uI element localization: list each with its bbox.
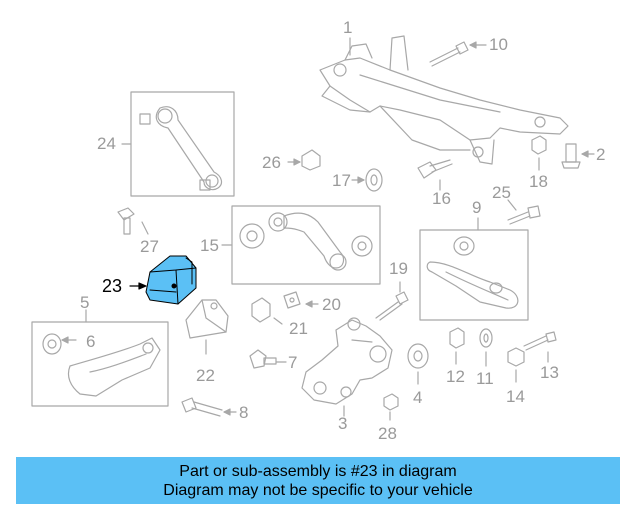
- trailing-link-24: [139, 106, 223, 191]
- callout-27: 27: [140, 237, 159, 256]
- callout-26: 26: [262, 153, 281, 172]
- callout-16: 16: [432, 189, 451, 208]
- highlighted-bracket-23: [145, 255, 197, 305]
- callout-1: 1: [343, 18, 353, 37]
- lateral-link-15: [239, 212, 373, 271]
- callout-10: 10: [489, 35, 508, 54]
- nut-14: [507, 347, 525, 367]
- callout-5: 5: [80, 293, 90, 312]
- bolt-7: [249, 349, 277, 369]
- bolt-27: [117, 207, 135, 235]
- callout-19: 19: [389, 259, 408, 278]
- nut-18: [531, 135, 547, 155]
- callout-20: 20: [322, 295, 341, 314]
- washer-11: [479, 328, 493, 348]
- callout-8: 8: [239, 403, 249, 422]
- washer-17: [365, 168, 383, 192]
- callout-24: 24: [97, 134, 116, 153]
- knuckle-3: [301, 317, 393, 405]
- box-5: [31, 321, 169, 407]
- callout-2: 2: [596, 145, 606, 164]
- callout-3: 3: [338, 414, 348, 433]
- info-banner: Part or sub-assembly is #23 in diagram D…: [16, 457, 620, 504]
- bolt-16: [417, 159, 453, 179]
- callout-28: 28: [378, 424, 397, 443]
- callout-7: 7: [288, 353, 298, 372]
- nut-21: [251, 297, 271, 323]
- bolt-10: [429, 41, 469, 67]
- callout-12: 12: [446, 367, 465, 386]
- callout-15: 15: [200, 236, 219, 255]
- callout-4: 4: [413, 388, 423, 407]
- bolt-2: [561, 143, 581, 169]
- callout-18: 18: [529, 172, 548, 191]
- callout-22: 22: [196, 366, 215, 385]
- bushing-4: [407, 343, 429, 369]
- lower-control-arm-5: [42, 333, 161, 397]
- upper-arm-9: [426, 236, 519, 309]
- nut-26: [301, 149, 321, 171]
- callout-14: 14: [506, 387, 525, 406]
- callout-23: 23: [102, 276, 123, 296]
- callout-9: 9: [472, 198, 482, 217]
- banner-line-1: Part or sub-assembly is #23 in diagram: [179, 463, 457, 480]
- bolt-13: [523, 331, 557, 351]
- callout-17: 17: [332, 171, 351, 190]
- callout-6: 6: [86, 332, 96, 351]
- callout-11: 11: [476, 369, 494, 388]
- callout-21: 21: [289, 319, 308, 338]
- bolt-25: [507, 205, 541, 225]
- nut-28: [383, 393, 399, 411]
- nut-12: [449, 327, 465, 349]
- bracket-20: [283, 291, 301, 309]
- bolt-8: [181, 397, 223, 417]
- banner-line-2: Diagram may not be specific to your vehi…: [163, 482, 473, 499]
- rear-subframe: [319, 35, 569, 165]
- bolt-19: [375, 291, 409, 321]
- callout-25: 25: [492, 183, 511, 202]
- bracket-22: [185, 299, 229, 339]
- callout-13: 13: [540, 363, 559, 382]
- box-9: [419, 229, 529, 321]
